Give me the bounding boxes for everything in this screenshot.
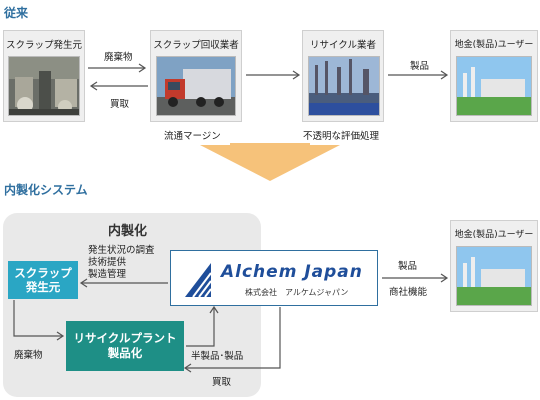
caption-opaque: 不透明な評価処理 — [303, 131, 380, 142]
insourcing-flow-arrows — [13, 278, 281, 373]
user-plant-photo-2 — [456, 246, 532, 306]
arrow-recycler-user — [388, 70, 449, 80]
company-name-jp: 株式会社 アルケムジャパン — [245, 288, 349, 297]
label-buy-2: 買取 — [212, 377, 232, 388]
service-item: 製造管理 — [88, 269, 127, 280]
services-list: 発生状況の調査 技術提供 製造管理 — [88, 245, 155, 281]
arrow-collector-recycler — [246, 70, 301, 80]
scrap-source-box: スクラップ 発生元 — [8, 261, 78, 299]
node-scrap-source: スクラップ発生元 — [3, 30, 85, 122]
user-plant-photo — [456, 56, 532, 116]
node-label: スクラップ回収業者 — [153, 40, 239, 51]
node-user: 地金(製品)ユーザー — [450, 30, 538, 122]
panel-title: 内製化 — [108, 224, 148, 239]
node-user-2: 地金(製品)ユーザー — [450, 220, 538, 312]
plant-photo — [308, 56, 380, 116]
section-title-after: 内製化システム — [4, 183, 88, 197]
factory-photo — [8, 56, 80, 116]
label-product-2: 製品 — [398, 261, 418, 272]
label-trading: 商社機能 — [389, 287, 428, 298]
label-semi-product: 半製品･製品 — [191, 351, 244, 362]
service-item: 発生状況の調査 — [88, 245, 155, 256]
caption-margin: 流通マージン — [164, 131, 221, 142]
arrow-company-user — [382, 273, 449, 283]
node-label: 地金(製品)ユーザー — [454, 230, 534, 240]
node-label: 地金(製品)ユーザー — [454, 40, 534, 50]
label-buy: 買取 — [110, 99, 130, 110]
node-scrap-collector: スクラップ回収業者 — [150, 30, 242, 122]
service-item: 技術提供 — [88, 257, 127, 268]
company-name-en: Alchem Japan — [221, 262, 363, 282]
recycle-plant-box: リサイクルプラント 製品化 — [66, 321, 184, 371]
section-title-before: 従来 — [4, 6, 29, 20]
label-product: 製品 — [410, 61, 430, 72]
node-label: リサイクル業者 — [309, 40, 377, 51]
node-recycler: リサイクル業者 — [302, 30, 384, 122]
company-logo-icon — [185, 263, 212, 297]
truck-photo — [156, 56, 236, 116]
arrows-source-collector — [88, 63, 148, 91]
down-arrow-shape — [200, 143, 340, 181]
company-box: Alchem Japan 株式会社 アルケムジャパン — [170, 250, 378, 306]
node-label: スクラップ発生元 — [5, 40, 82, 51]
label-waste: 廃棄物 — [104, 52, 133, 63]
label-waste-2: 廃棄物 — [14, 350, 43, 361]
